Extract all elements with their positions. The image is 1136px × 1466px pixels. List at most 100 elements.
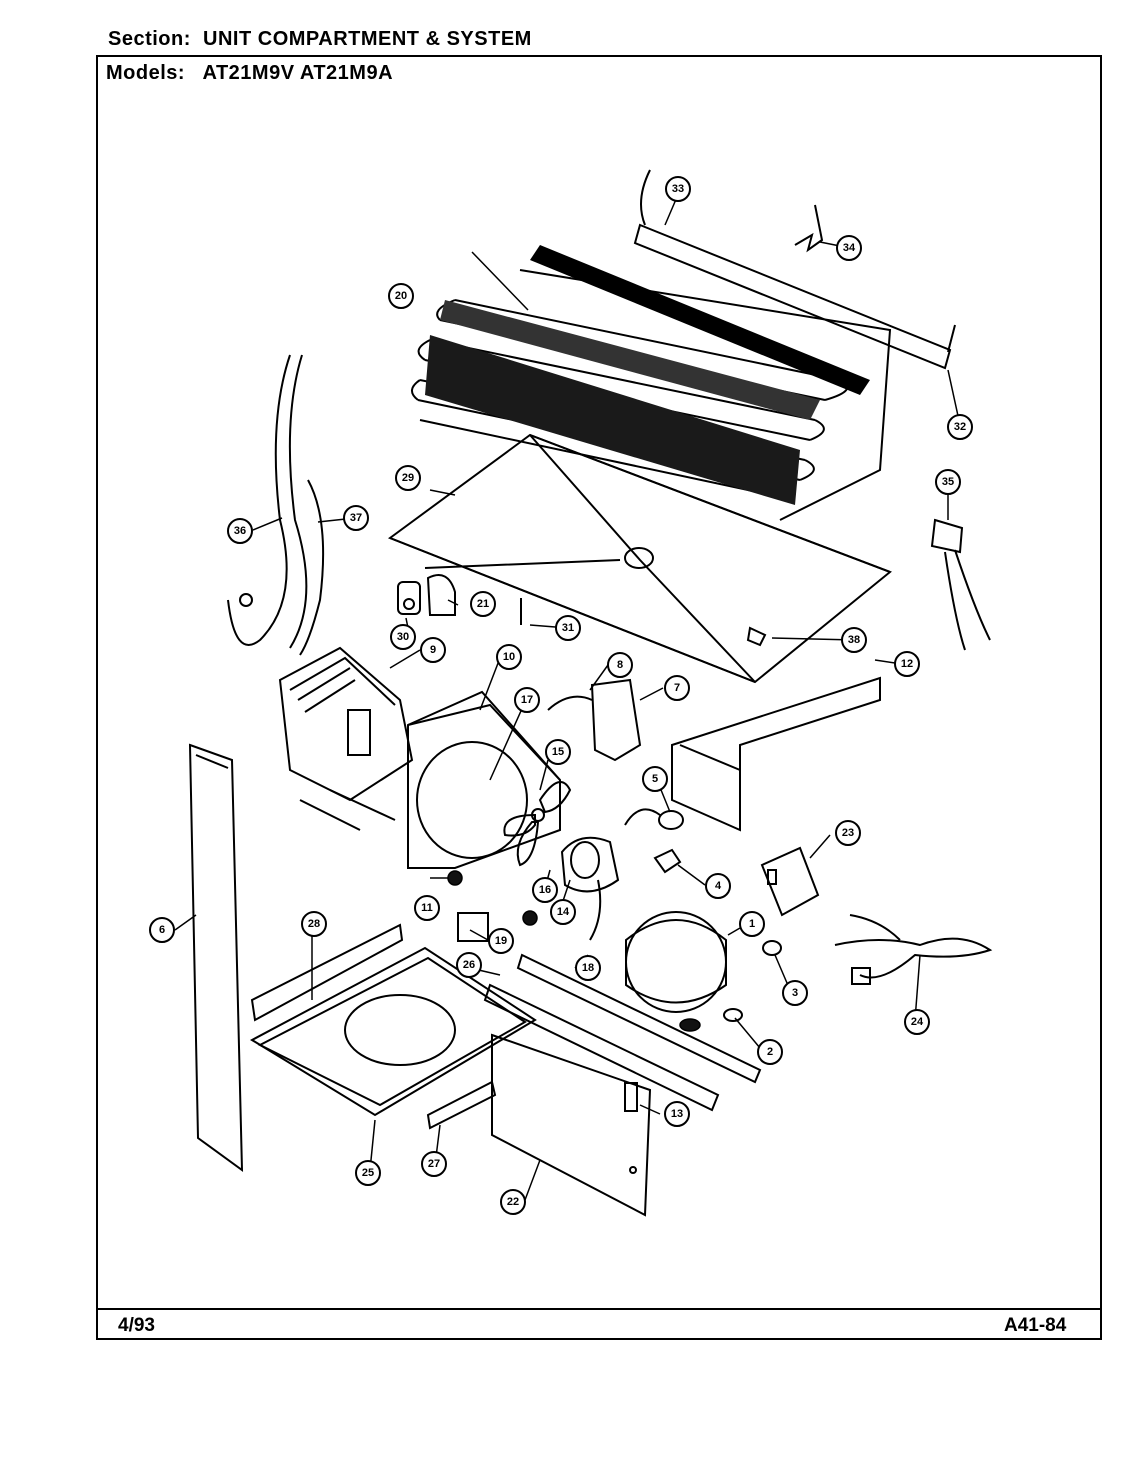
callout-32: 32	[947, 414, 973, 440]
clip-4	[653, 848, 682, 874]
bracket-33	[633, 169, 956, 370]
callout-19: 19	[488, 928, 514, 954]
callout-15: 15	[545, 739, 571, 765]
svg-text:1: 1	[749, 918, 755, 930]
svg-text:25: 25	[362, 1167, 374, 1179]
callout-27: 27	[421, 1151, 447, 1177]
gasket-6	[188, 743, 244, 1172]
grommet-11	[447, 870, 463, 886]
cover-12	[671, 676, 881, 832]
callout-22: 22	[500, 1189, 526, 1215]
callout-12: 12	[894, 651, 920, 677]
svg-text:20: 20	[395, 290, 407, 302]
svg-text:31: 31	[562, 622, 574, 634]
svg-text:27: 27	[428, 1158, 440, 1170]
models-heading: Models: AT21M9V AT21M9A	[106, 62, 393, 85]
drain-pan	[387, 433, 892, 684]
svg-text:3: 3	[792, 987, 798, 999]
condenser-coil	[411, 245, 892, 521]
base-pan	[249, 923, 537, 1117]
svg-text:16: 16	[539, 884, 551, 896]
callout-3: 3	[782, 980, 808, 1006]
rail-26	[483, 953, 762, 1112]
svg-text:4: 4	[715, 880, 722, 892]
callout-31: 31	[555, 615, 581, 641]
callout-33: 33	[665, 176, 691, 202]
grommet-2	[723, 1008, 743, 1022]
callout-5: 5	[642, 766, 668, 792]
defrost-heater	[278, 646, 414, 831]
callout-35: 35	[935, 469, 961, 495]
svg-text:33: 33	[672, 183, 684, 195]
svg-text:14: 14	[557, 906, 570, 918]
fan-shroud	[407, 690, 561, 869]
connector-13	[624, 1082, 638, 1112]
callout-36: 36	[227, 518, 253, 544]
svg-text:34: 34	[843, 242, 856, 254]
svg-text:23: 23	[842, 827, 854, 839]
power-cord	[834, 914, 993, 985]
callout-20: 20	[388, 283, 414, 309]
overload-5	[624, 808, 684, 830]
section-label: Section:	[108, 28, 191, 50]
callout-24: 24	[904, 1009, 930, 1035]
access-panel	[491, 1033, 652, 1217]
callout-38: 38	[841, 627, 867, 653]
callout-16: 16	[532, 877, 558, 903]
svg-text:12: 12	[901, 658, 913, 670]
drain-tube	[227, 354, 325, 656]
svg-text:10: 10	[503, 651, 515, 663]
callout-21: 21	[470, 591, 496, 617]
svg-text:17: 17	[521, 694, 533, 706]
callout-29: 29	[395, 465, 421, 491]
relay-7	[547, 678, 642, 762]
callout-8: 8	[607, 652, 633, 678]
fan-motor	[560, 836, 620, 941]
callout-13: 13	[664, 1101, 690, 1127]
callout-14: 14	[550, 899, 576, 925]
svg-text:5: 5	[652, 773, 658, 785]
footer-code: A41-84	[1004, 1315, 1067, 1336]
callout-25: 25	[355, 1160, 381, 1186]
svg-text:7: 7	[674, 682, 680, 694]
callout-4: 4	[705, 873, 731, 899]
clip-34	[794, 204, 824, 253]
callout-10: 10	[496, 644, 522, 670]
grommet-3	[762, 940, 782, 956]
callout-37: 37	[343, 505, 369, 531]
svg-text:15: 15	[552, 746, 564, 758]
callout-9: 9	[420, 637, 446, 663]
grommet-30-21	[397, 574, 456, 616]
compressor	[625, 911, 727, 1032]
svg-text:26: 26	[463, 959, 475, 971]
callout-1: 1	[739, 911, 765, 937]
svg-text:18: 18	[582, 962, 594, 974]
footer-date: 4/93	[118, 1315, 155, 1336]
defrost-timer	[760, 846, 820, 917]
svg-text:29: 29	[402, 472, 414, 484]
callout-11: 11	[414, 895, 440, 921]
section-value: UNIT COMPARTMENT & SYSTEM	[203, 28, 532, 50]
section-heading: Section: UNIT COMPARTMENT & SYSTEM	[108, 28, 532, 51]
svg-text:38: 38	[848, 634, 860, 646]
plug-35	[930, 518, 991, 651]
callout-28: 28	[301, 911, 327, 937]
grommet-18	[522, 910, 538, 926]
diagram-frame	[96, 55, 1102, 1340]
strip-27	[426, 1080, 497, 1130]
models-label: Models:	[106, 62, 186, 84]
svg-text:35: 35	[942, 476, 954, 488]
svg-text:8: 8	[617, 659, 623, 671]
svg-text:6: 6	[159, 924, 165, 936]
svg-text:13: 13	[671, 1108, 683, 1120]
callout-23: 23	[835, 820, 861, 846]
svg-text:22: 22	[507, 1196, 519, 1208]
svg-text:11: 11	[421, 902, 433, 914]
models-value: AT21M9V AT21M9A	[202, 62, 394, 84]
svg-text:28: 28	[308, 918, 320, 930]
callout-2: 2	[757, 1039, 783, 1065]
footer-rule	[96, 1308, 1102, 1310]
svg-text:9: 9	[430, 644, 436, 656]
svg-text:37: 37	[350, 512, 362, 524]
